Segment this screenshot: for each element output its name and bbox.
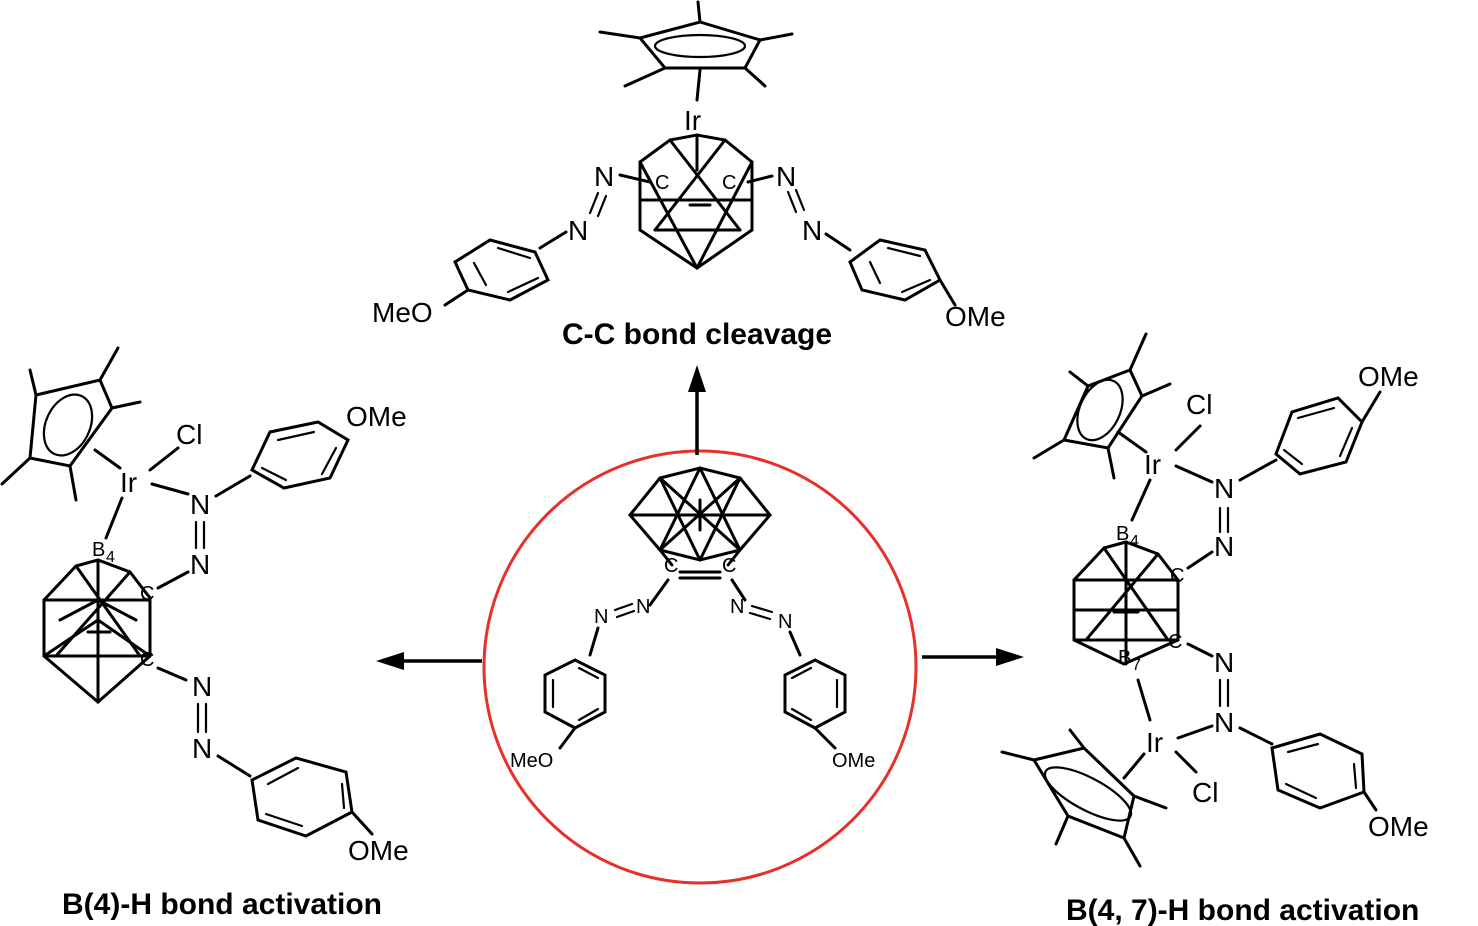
arrow-up: [688, 365, 706, 455]
nitrogen-label: N: [190, 489, 210, 520]
starting-material: C C N N MeO N N OMe: [482, 449, 918, 885]
nitrogen-label: N: [778, 611, 792, 633]
methoxy-label: OMe: [1368, 811, 1429, 842]
product-top: Ir C C N N MeO: [372, 0, 1006, 351]
iridium-label: Ir: [120, 467, 137, 498]
chlorine-label: Cl: [1186, 389, 1212, 420]
iridium-label: Ir: [1146, 727, 1163, 758]
product-right: Ir Cl N N OMe B 4: [1000, 332, 1429, 926]
carbon-label: C: [140, 583, 154, 605]
cp-star-top: [598, 0, 794, 88]
nitrogen-label: N: [1214, 531, 1234, 562]
carborane-cage-left: [42, 558, 152, 704]
carborane-cage-right: [1072, 540, 1180, 666]
nitrogen-label: N: [568, 215, 588, 246]
cp-star-right-upper: [1032, 332, 1172, 480]
arrow-right: [922, 648, 1024, 666]
methoxy-label: OMe: [1358, 361, 1419, 392]
boron-index: 7: [1132, 657, 1141, 674]
boron-label: B: [1118, 647, 1131, 669]
boron-label: B: [92, 539, 105, 561]
iridium-label: Ir: [684, 105, 701, 136]
nitrogen-label: N: [192, 733, 212, 764]
methoxy-label: OMe: [945, 301, 1006, 332]
methoxy-label: OMe: [348, 835, 409, 866]
carborane-cage-top: [638, 133, 754, 270]
carbon-label: C: [655, 172, 669, 194]
cp-star-right-lower: [1000, 728, 1168, 868]
methoxy-label: MeO: [372, 297, 433, 328]
nitrogen-label: N: [776, 161, 796, 192]
nitrogen-label: N: [636, 596, 650, 618]
chlorine-label: Cl: [1192, 777, 1218, 808]
nitrogen-label: N: [594, 161, 614, 192]
product-left: Ir Cl N N OMe B 4: [0, 346, 409, 921]
nitrogen-label: N: [1214, 707, 1234, 738]
carborane-cage-center: [628, 466, 772, 580]
carbon-label: C: [722, 172, 736, 194]
boron-index: 4: [106, 549, 115, 566]
nitrogen-label: N: [192, 671, 212, 702]
boron-label: B: [1116, 523, 1129, 545]
carbon-label: C: [1168, 631, 1182, 653]
boron-index: 4: [1130, 533, 1139, 550]
nitrogen-label: N: [802, 215, 822, 246]
nitrogen-label: N: [730, 596, 744, 618]
cp-star-left: [0, 346, 142, 502]
carbon-label: C: [140, 649, 154, 671]
nitrogen-label: N: [594, 606, 608, 628]
iridium-label: Ir: [1144, 449, 1161, 480]
nitrogen-label: N: [1214, 473, 1234, 504]
carbon-label: C: [664, 555, 678, 577]
methoxy-label: OMe: [832, 750, 875, 772]
chlorine-label: Cl: [176, 419, 202, 450]
highlight-circle: [482, 449, 918, 885]
arrow-left: [376, 652, 482, 670]
nitrogen-label: N: [1214, 647, 1234, 678]
methoxy-label: MeO: [510, 750, 553, 772]
caption-cc-cleavage: C-C bond cleavage: [562, 318, 832, 351]
nitrogen-label: N: [190, 549, 210, 580]
methoxy-label: OMe: [346, 401, 407, 432]
caption-b47-activation: B(4, 7)-H bond activation: [1066, 894, 1419, 926]
carbon-label: C: [722, 555, 736, 577]
caption-b4-activation: B(4)-H bond activation: [62, 888, 382, 921]
carbon-label: C: [1170, 565, 1184, 587]
